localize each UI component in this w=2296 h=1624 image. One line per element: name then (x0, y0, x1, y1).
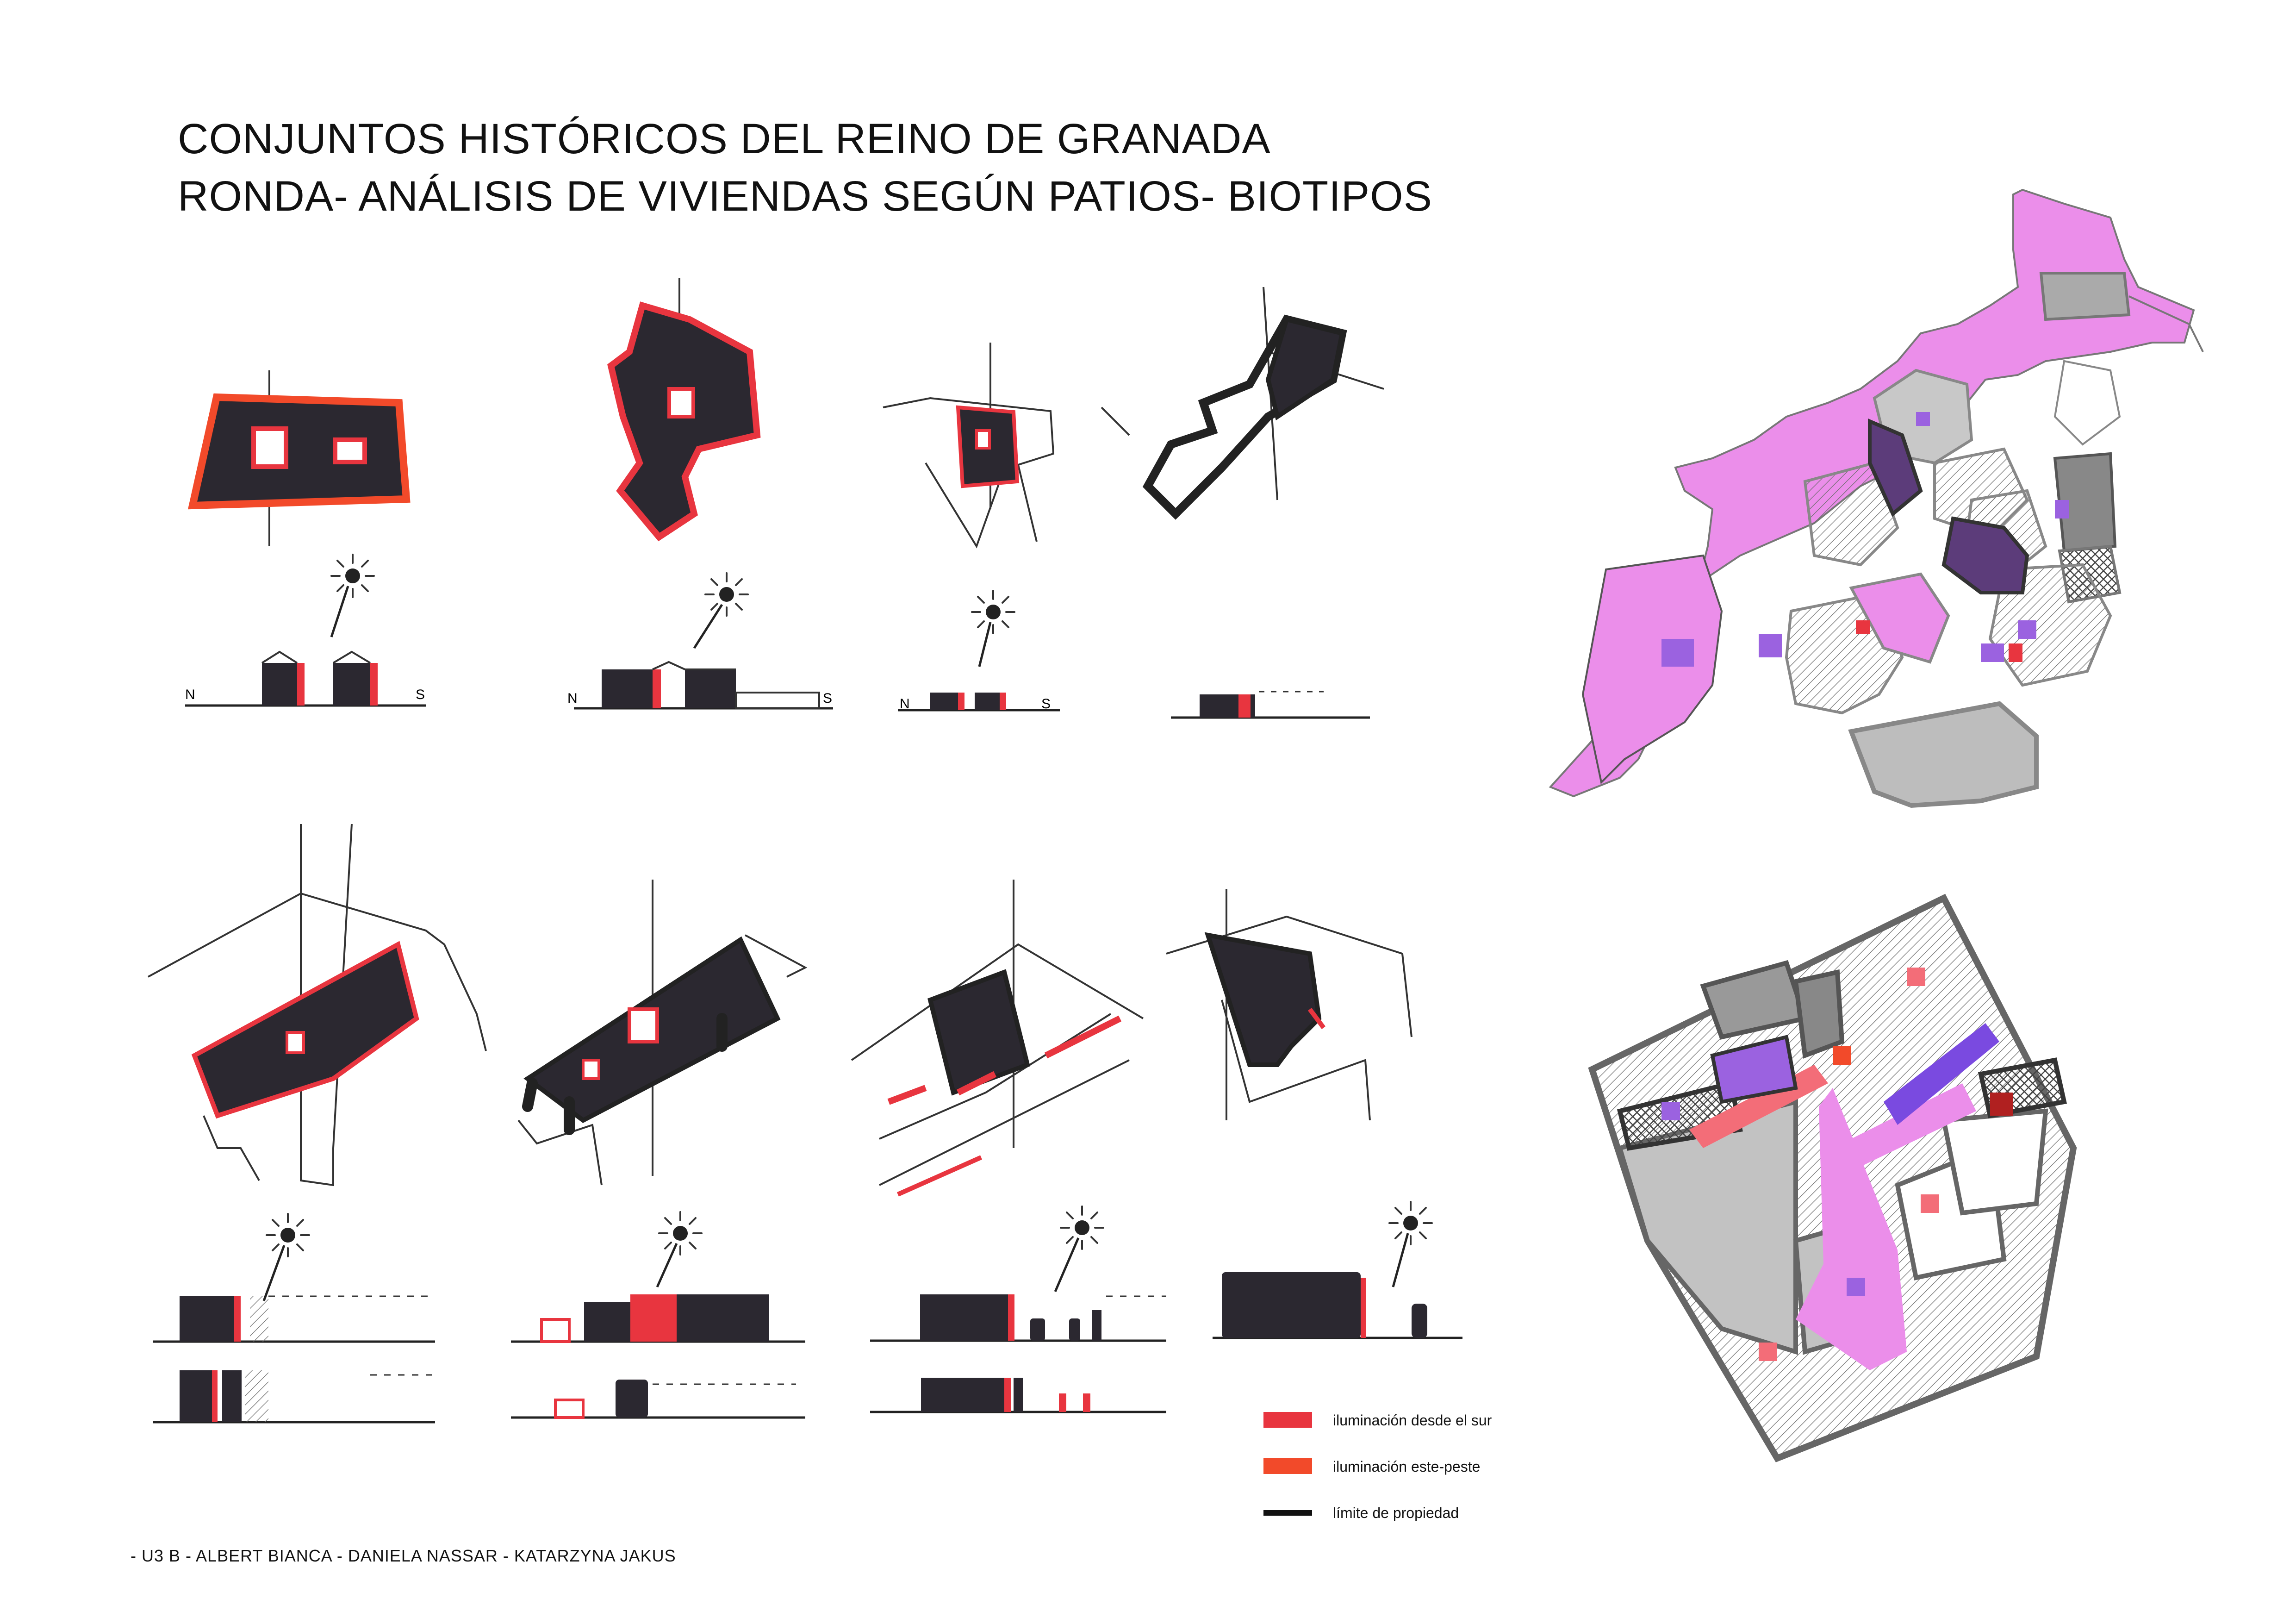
section-sketch-8 (1213, 1272, 1462, 1339)
plan-sketch-6 (517, 880, 808, 1186)
plan-sketch-4 (1101, 287, 1384, 520)
section-sketch-5 (153, 1295, 435, 1424)
section-sketch-2: N S (567, 661, 833, 710)
south-label: S (823, 691, 832, 706)
north-label: N (900, 696, 910, 712)
plan-sketch-8 (1166, 889, 1412, 1121)
title-line-1: CONJUNTOS HISTÓRICOS DEL REINO DE GRANAD… (178, 115, 1271, 162)
plan-sketch-5 (148, 824, 487, 1187)
sun-icon (262, 1213, 310, 1301)
plan-sketch-1 (187, 370, 411, 546)
legend-swatch-property (1263, 1510, 1312, 1516)
credits: - U3 B - ALBERT BIANCA - DANIELA NASSAR … (131, 1546, 676, 1565)
south-label: S (416, 687, 425, 702)
north-label: N (185, 687, 195, 702)
legend-label-south: iluminación desde el sur (1333, 1412, 1492, 1429)
urban-plan-map-2 (1588, 893, 2077, 1462)
legend-label-property: límite de propiedad (1333, 1505, 1459, 1521)
section-sketch-3: N S (898, 693, 1060, 712)
south-label: S (1041, 696, 1051, 712)
sun-icon (1054, 1206, 1104, 1292)
section-sketch-4 (1171, 691, 1370, 719)
urban-plan-map-1 (1549, 188, 2204, 808)
section-sketch-6 (511, 1294, 805, 1419)
legend-swatch-south (1263, 1412, 1312, 1428)
sun-icon (656, 1211, 703, 1288)
title-line-2: RONDA- ANÁLISIS DE VIVIENDAS SEGÚN PATIO… (178, 173, 1433, 220)
section-sketch-1: N S (185, 650, 426, 707)
plan-sketch-2 (607, 278, 761, 542)
legend-swatch-east-west (1263, 1458, 1312, 1474)
sun-icon (693, 572, 749, 649)
legend-label-east-west: iluminación este-peste (1333, 1458, 1481, 1475)
sun-icon (1388, 1201, 1433, 1287)
north-label: N (567, 691, 578, 706)
sun-icon (330, 554, 375, 637)
plan-sketch-7 (851, 880, 1144, 1197)
plan-sketch-3 (883, 343, 1055, 549)
section-sketch-7 (870, 1294, 1166, 1413)
sun-icon (971, 590, 1015, 667)
